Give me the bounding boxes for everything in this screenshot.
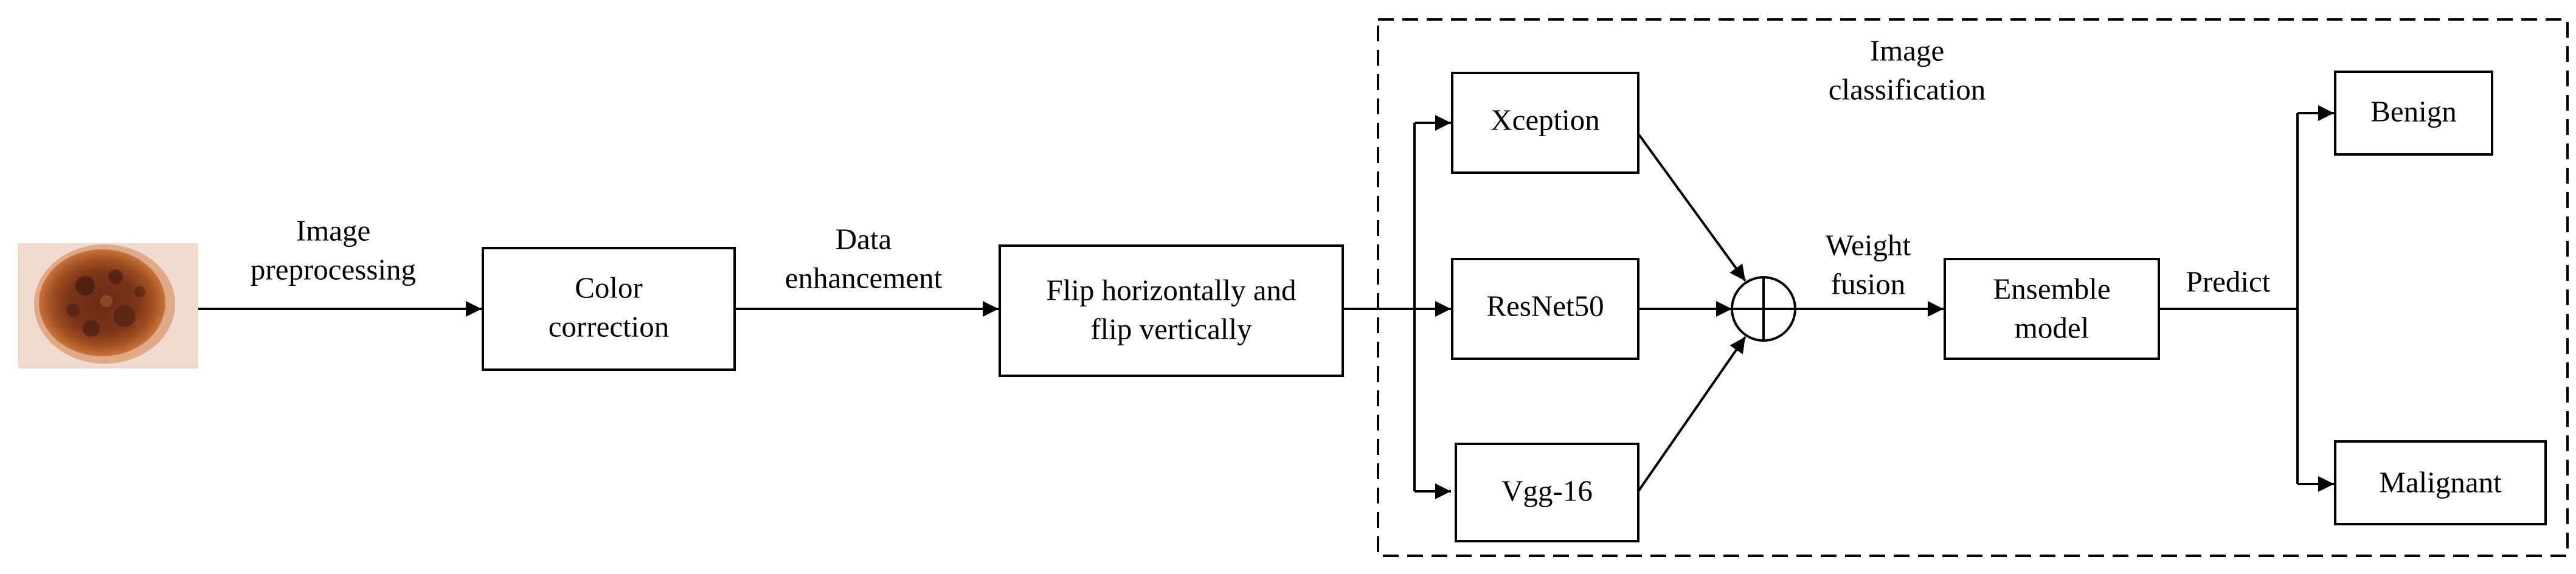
lesion-thumbnail — [18, 243, 198, 368]
edge-label-fusion-line1: Weight — [1826, 228, 1911, 261]
edge-label-enhancement-line2: enhancement — [785, 261, 943, 294]
edge-label-preprocessing-line2: preprocessing — [251, 252, 416, 286]
malignant-box — [2334, 440, 2547, 525]
edge-label-preprocessing-line1: Image — [296, 213, 370, 247]
ensemble-line2: model — [2015, 311, 2089, 344]
malignant-label: Malignant — [2379, 465, 2502, 499]
vgg16-label: Vgg-16 — [1501, 474, 1593, 507]
xception-box — [1451, 72, 1639, 174]
benign-label: Benign — [2370, 94, 2457, 128]
edge-label-predict: Predict — [2186, 265, 2271, 298]
edge-label-fusion-line2: fusion — [1831, 267, 1906, 300]
color-correction-box — [482, 247, 736, 371]
resnet50-box — [1451, 258, 1639, 360]
benign-box — [2334, 71, 2493, 156]
edge-label-enhancement-line1: Data — [836, 222, 892, 255]
resnet50-label: ResNet50 — [1486, 289, 1604, 322]
flip-line2: flip vertically — [1090, 312, 1252, 345]
flip-line1: Flip horizontally and — [1047, 273, 1297, 306]
edge-vgg16-fusion — [1637, 336, 1747, 493]
color-correction-line1: Color — [575, 271, 643, 304]
region-title-line1: Image — [1870, 33, 1944, 67]
color-correction-line2: correction — [549, 309, 670, 343]
xception-label: Xception — [1491, 103, 1600, 136]
classification-region — [1377, 18, 2569, 557]
region-title-line2: classification — [1829, 72, 1986, 106]
fusion-plus-circle — [1731, 276, 1796, 342]
edge-xception-fusion — [1637, 133, 1747, 282]
ensemble-line1: Ensemble — [1993, 272, 2110, 305]
ensemble-box — [1944, 258, 2160, 360]
vgg16-box — [1455, 443, 1639, 542]
flip-box — [999, 244, 1344, 377]
